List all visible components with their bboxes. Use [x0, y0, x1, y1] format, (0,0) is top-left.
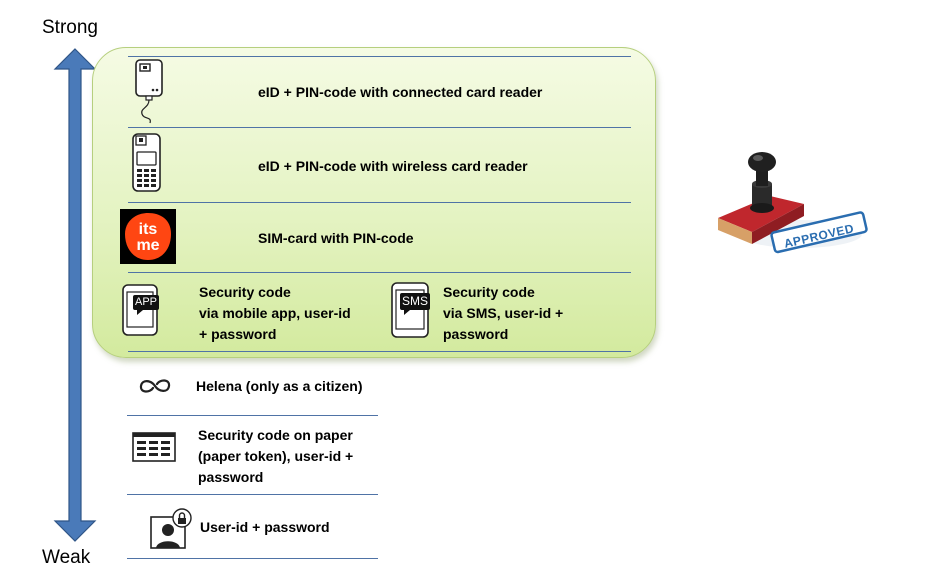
strong-label: Strong [42, 17, 98, 38]
svg-text:its: its [139, 221, 158, 238]
weak-label: Weak [42, 547, 91, 568]
card-reader-icon [135, 59, 163, 124]
itsme-logo: its me [120, 209, 176, 264]
separator [128, 127, 631, 128]
label-line: via mobile app, user-id [199, 305, 351, 321]
paper-token-icon [132, 432, 176, 462]
separator [128, 202, 631, 203]
method-label-sms: Security code via SMS, user-id + passwor… [443, 282, 563, 345]
label-line: (paper token), user-id + [198, 448, 354, 464]
phone-app-icon: APP [121, 283, 159, 337]
label-line: password [443, 326, 509, 342]
label-line: Security code [199, 284, 291, 300]
label-line: via SMS, user-id + [443, 305, 564, 321]
approved-stamp-icon: APPROVED [712, 148, 868, 260]
phone-sms-icon: SMS [390, 281, 430, 339]
label-line: Security code on paper [198, 427, 353, 443]
separator [127, 558, 378, 559]
wireless-card-reader-icon [132, 133, 161, 192]
method-label-sim: SIM-card with PIN-code [258, 230, 414, 246]
separator [127, 494, 378, 495]
separator [127, 415, 378, 416]
method-label-paper: Security code on paper (paper token), us… [198, 425, 353, 488]
method-label-eid-wireless: eID + PIN-code with wireless card reader [258, 158, 528, 174]
label-line: password [198, 469, 264, 485]
method-label-helena: Helena (only as a citizen) [196, 378, 363, 394]
separator [128, 272, 631, 273]
svg-text:me: me [136, 237, 159, 254]
app-badge-text: APP [134, 296, 157, 308]
strength-arrow [53, 48, 97, 542]
method-label-app: Security code via mobile app, user-id + … [199, 282, 351, 345]
separator [128, 351, 631, 352]
label-line: Security code [443, 284, 535, 300]
method-label-eid-connected: eID + PIN-code with connected card reade… [258, 84, 543, 100]
separator [128, 56, 631, 57]
method-label-userid: User-id + password [200, 519, 330, 535]
helena-icon [139, 379, 171, 393]
label-line: + password [199, 326, 277, 342]
user-lock-icon [150, 508, 192, 549]
sms-badge-text: SMS [401, 294, 428, 308]
